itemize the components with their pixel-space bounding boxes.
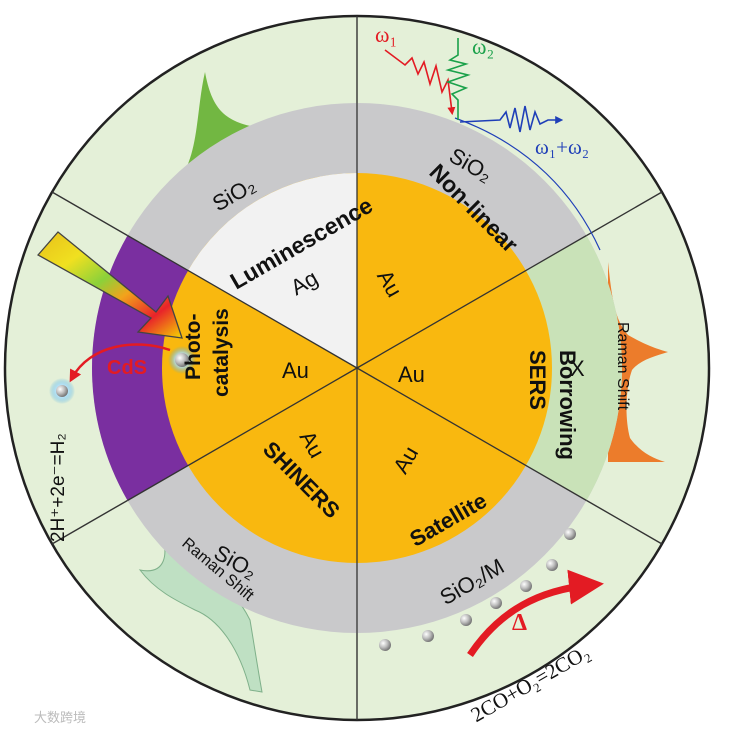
omega1-label: ω₁	[375, 22, 397, 47]
delta-label: Δ	[512, 610, 527, 636]
watermark: 大数跨境	[34, 710, 86, 725]
photocatalysis-title-line2: catalysis	[210, 308, 233, 397]
omega2-wave	[445, 38, 471, 120]
omega-sum-wave	[459, 105, 564, 133]
blue-arc	[454, 117, 601, 251]
photocatalysis-core-label: Au	[282, 358, 309, 383]
electron-transfer-arrow	[69, 343, 171, 383]
ag-core	[188, 173, 357, 368]
omega2-label: ω₂	[472, 34, 494, 59]
omega1-wave	[384, 49, 456, 116]
heat-arrow	[467, 569, 604, 657]
satellite-particles	[379, 528, 576, 651]
photocatalysis-title-line1: Photo-	[182, 314, 205, 380]
borrowing-title-line1: Borrowing	[555, 350, 580, 460]
borrowing-core-label: Au	[398, 362, 425, 387]
hydrogen-reaction-label: 2H⁺+2e⁻=H₂	[48, 433, 69, 542]
borrowing-shell-label: X	[570, 356, 585, 381]
light-arrow	[36, 231, 183, 339]
cds-label: CdS	[107, 357, 147, 379]
hydrogen-ball	[56, 385, 68, 397]
raman-shift-right-label: Raman Shift	[614, 322, 631, 411]
borrowing-title-line2: SERS	[525, 350, 550, 410]
electron-ball	[175, 353, 189, 367]
inner-divider-lines	[127, 103, 587, 633]
raman-peak-right	[608, 262, 668, 462]
omega-sum-label: ω₁+ω₂	[535, 135, 589, 159]
